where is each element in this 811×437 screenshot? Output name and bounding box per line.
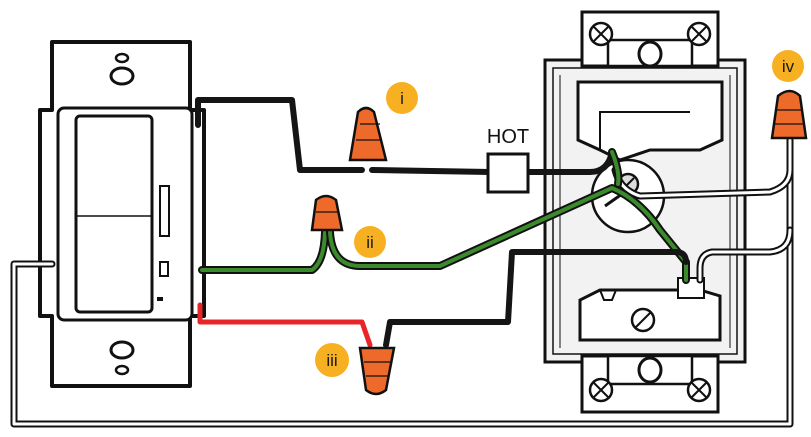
red-wire	[197, 302, 373, 348]
wire-nut-icon	[358, 346, 396, 396]
ground-wire	[198, 148, 690, 284]
dimmer-switch-icon	[38, 40, 206, 388]
black-traveler-wire	[383, 249, 689, 348]
badge-iii-label: iii	[326, 351, 337, 370]
badge-ii: ii	[354, 226, 386, 258]
badge-i-label: i	[400, 89, 404, 108]
hot-junction-box	[486, 152, 530, 194]
wire-nut-icon	[348, 106, 388, 162]
hot-label: HOT	[487, 126, 529, 148]
wire-nut-icon	[310, 194, 344, 232]
badge-iv: iv	[772, 50, 804, 82]
badge-i: i	[386, 82, 418, 114]
badge-iii: iii	[315, 343, 349, 377]
badge-ii-label: ii	[366, 233, 374, 252]
badge-iv-label: iv	[782, 57, 795, 76]
wire-nut-icon	[770, 89, 808, 140]
